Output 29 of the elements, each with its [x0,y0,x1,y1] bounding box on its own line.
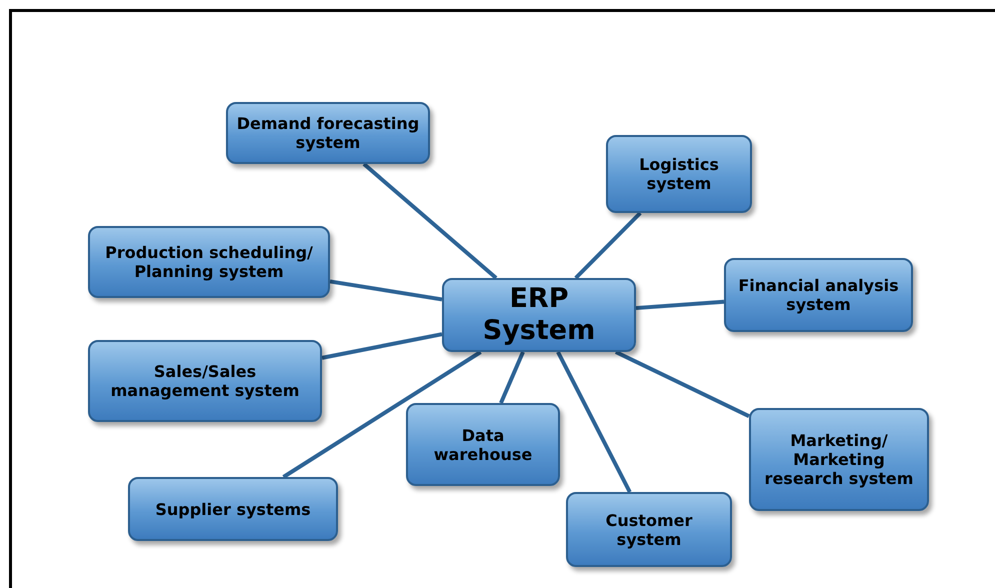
system-box [406,403,560,486]
box-label: Marketing/ Marketing research system [764,431,914,488]
connector-line [282,350,482,479]
box-label: Sales/Sales management system [110,362,300,400]
system-box [128,477,338,541]
connector-line [574,212,642,280]
box-label: Supplier systems [155,500,311,518]
system-box [88,340,322,422]
system-box [226,102,430,164]
box-label: Customer system [604,510,694,548]
system-box [749,408,929,511]
connector-line [322,332,442,360]
system-box [88,226,330,298]
connector-line [636,300,724,310]
box-label: Demand forecasting system [236,114,420,152]
box-label: Logistics system [638,155,720,193]
system-box [724,258,913,332]
connector-line [614,350,750,418]
central-box [442,278,636,352]
system-box [566,492,732,567]
box-label: Production scheduling/ Planning system [104,243,314,281]
connector-line [330,279,442,302]
system-box [606,135,752,213]
box-label: Financial analysis system [737,276,900,314]
box-label: Data warehouse [432,426,534,464]
box-label: ERP System [482,283,596,347]
connector-line [362,162,498,280]
connector-line [499,351,525,404]
connector-line [556,351,632,493]
